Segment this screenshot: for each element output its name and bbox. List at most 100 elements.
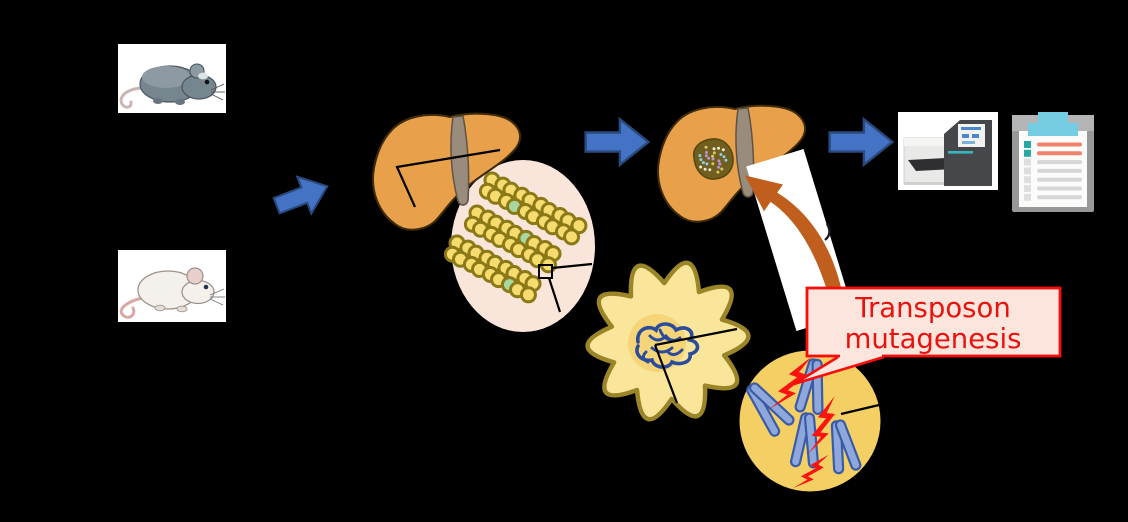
callout-text-line1: Transposon <box>854 292 1011 324</box>
checklist-line <box>1037 177 1082 182</box>
sequencer-tray <box>908 158 954 171</box>
callout-text-line2: mutagenesis <box>845 323 1022 355</box>
checklist-line <box>1037 160 1082 165</box>
checklist-row <box>1024 176 1082 184</box>
checklist-row <box>1024 193 1082 201</box>
mouse-tail <box>119 296 144 319</box>
checklist-rows <box>1024 141 1082 201</box>
checkbox <box>1024 167 1031 175</box>
checkbox <box>1024 149 1031 157</box>
results-clipboard-icon <box>1012 112 1094 212</box>
lightning-bolt-icon <box>807 395 836 455</box>
checkbox <box>1024 176 1031 184</box>
checklist-line <box>1037 186 1082 191</box>
lightning-bolt-icon <box>769 356 812 410</box>
sequencer-body-top <box>904 138 952 146</box>
flow-arrow-3-icon <box>828 116 895 168</box>
checkbox <box>1024 193 1031 201</box>
screen-button <box>962 141 975 144</box>
mouse-foot <box>154 304 166 312</box>
chromatid <box>834 419 862 471</box>
tumor-dot <box>722 155 726 159</box>
mouse-ear <box>186 267 204 285</box>
hepatocyte-cell <box>585 260 751 422</box>
tumor-dot <box>698 154 702 158</box>
clipboard-clip <box>1038 112 1068 124</box>
mouse-eye <box>204 79 210 85</box>
checklist-line <box>1037 168 1082 173</box>
tumor-dot <box>704 145 708 149</box>
mouse-whiskers <box>210 83 225 101</box>
screen-header-bar <box>961 127 981 130</box>
tumor-dot <box>707 156 711 160</box>
tumor-dot <box>703 167 707 171</box>
tumor-dot <box>717 146 720 150</box>
tumor-dot <box>704 154 708 158</box>
tumor-dot <box>705 150 708 154</box>
mouse-foot <box>153 98 163 104</box>
clipboard-clip-base <box>1028 123 1078 136</box>
magnified-liver-tissue <box>443 160 595 332</box>
tumor-speckles <box>698 145 728 174</box>
sequencer-teal-accent <box>948 151 973 154</box>
tumor-dot <box>699 165 703 169</box>
chromatid <box>748 382 795 426</box>
zoom-target-box <box>538 264 553 279</box>
mouse-eye-patch <box>198 72 208 80</box>
screen-button <box>972 134 979 138</box>
tumor-dot <box>711 154 715 158</box>
tumor-dot <box>712 151 716 155</box>
chromosome-icon <box>830 419 862 475</box>
mouse-foot <box>176 305 188 313</box>
screen-button <box>962 134 969 138</box>
tumor-dot <box>711 157 715 161</box>
mouse-head <box>181 74 217 100</box>
callout-box <box>805 286 1062 358</box>
sequencer-image <box>898 112 998 190</box>
tumor-dot <box>716 170 720 174</box>
mouse-whiskers <box>209 288 225 306</box>
mouse-tail <box>119 86 146 109</box>
tumor-dot <box>712 147 716 151</box>
tumor-dot <box>717 159 721 163</box>
checkbox <box>1024 141 1031 148</box>
mouse-eye <box>203 284 209 290</box>
gray-mouse-image <box>118 44 226 113</box>
tumor-dot <box>720 167 724 171</box>
zoom-wedge-lines-liver <box>395 148 501 208</box>
chromosome-field <box>739 350 881 492</box>
tumor-dot <box>724 158 728 162</box>
chromatin-icon <box>635 322 700 369</box>
flow-arrow-2-icon <box>584 116 651 168</box>
zoom-wedge-lines-cell <box>653 327 738 404</box>
tumor-dot <box>717 165 721 169</box>
checkbox <box>1024 158 1031 166</box>
flow-arrow-1-icon <box>272 175 329 216</box>
lightning-bolt-icon <box>792 454 829 489</box>
tumor-dot <box>705 162 709 166</box>
zoom-wedge-lines-tissue <box>547 262 593 313</box>
chromosome-icon <box>746 382 795 437</box>
stray-line-fragment <box>824 223 831 241</box>
mouse-foot <box>175 99 185 105</box>
checklist-row <box>1024 141 1082 148</box>
checkbox <box>1024 185 1031 192</box>
tumor-dot <box>718 162 722 166</box>
mouse-body-highlight <box>142 66 190 88</box>
lightning-bolts <box>769 356 836 489</box>
callout-tail-junction <box>840 353 882 359</box>
checklist-row <box>1024 149 1082 157</box>
chromatid <box>803 412 820 469</box>
checklist-line <box>1037 151 1082 156</box>
sequencer-shadow <box>904 182 966 185</box>
tumor-dot <box>701 161 705 165</box>
zoom-wedge-line-chromosome <box>840 403 880 416</box>
callout-tail-border <box>793 355 885 386</box>
checklist-row <box>1024 185 1082 192</box>
white-mouse-image <box>118 250 226 322</box>
hepatocyte-cell-dot <box>519 286 537 304</box>
checklist-line <box>1037 142 1082 147</box>
chromosomes <box>746 358 862 475</box>
